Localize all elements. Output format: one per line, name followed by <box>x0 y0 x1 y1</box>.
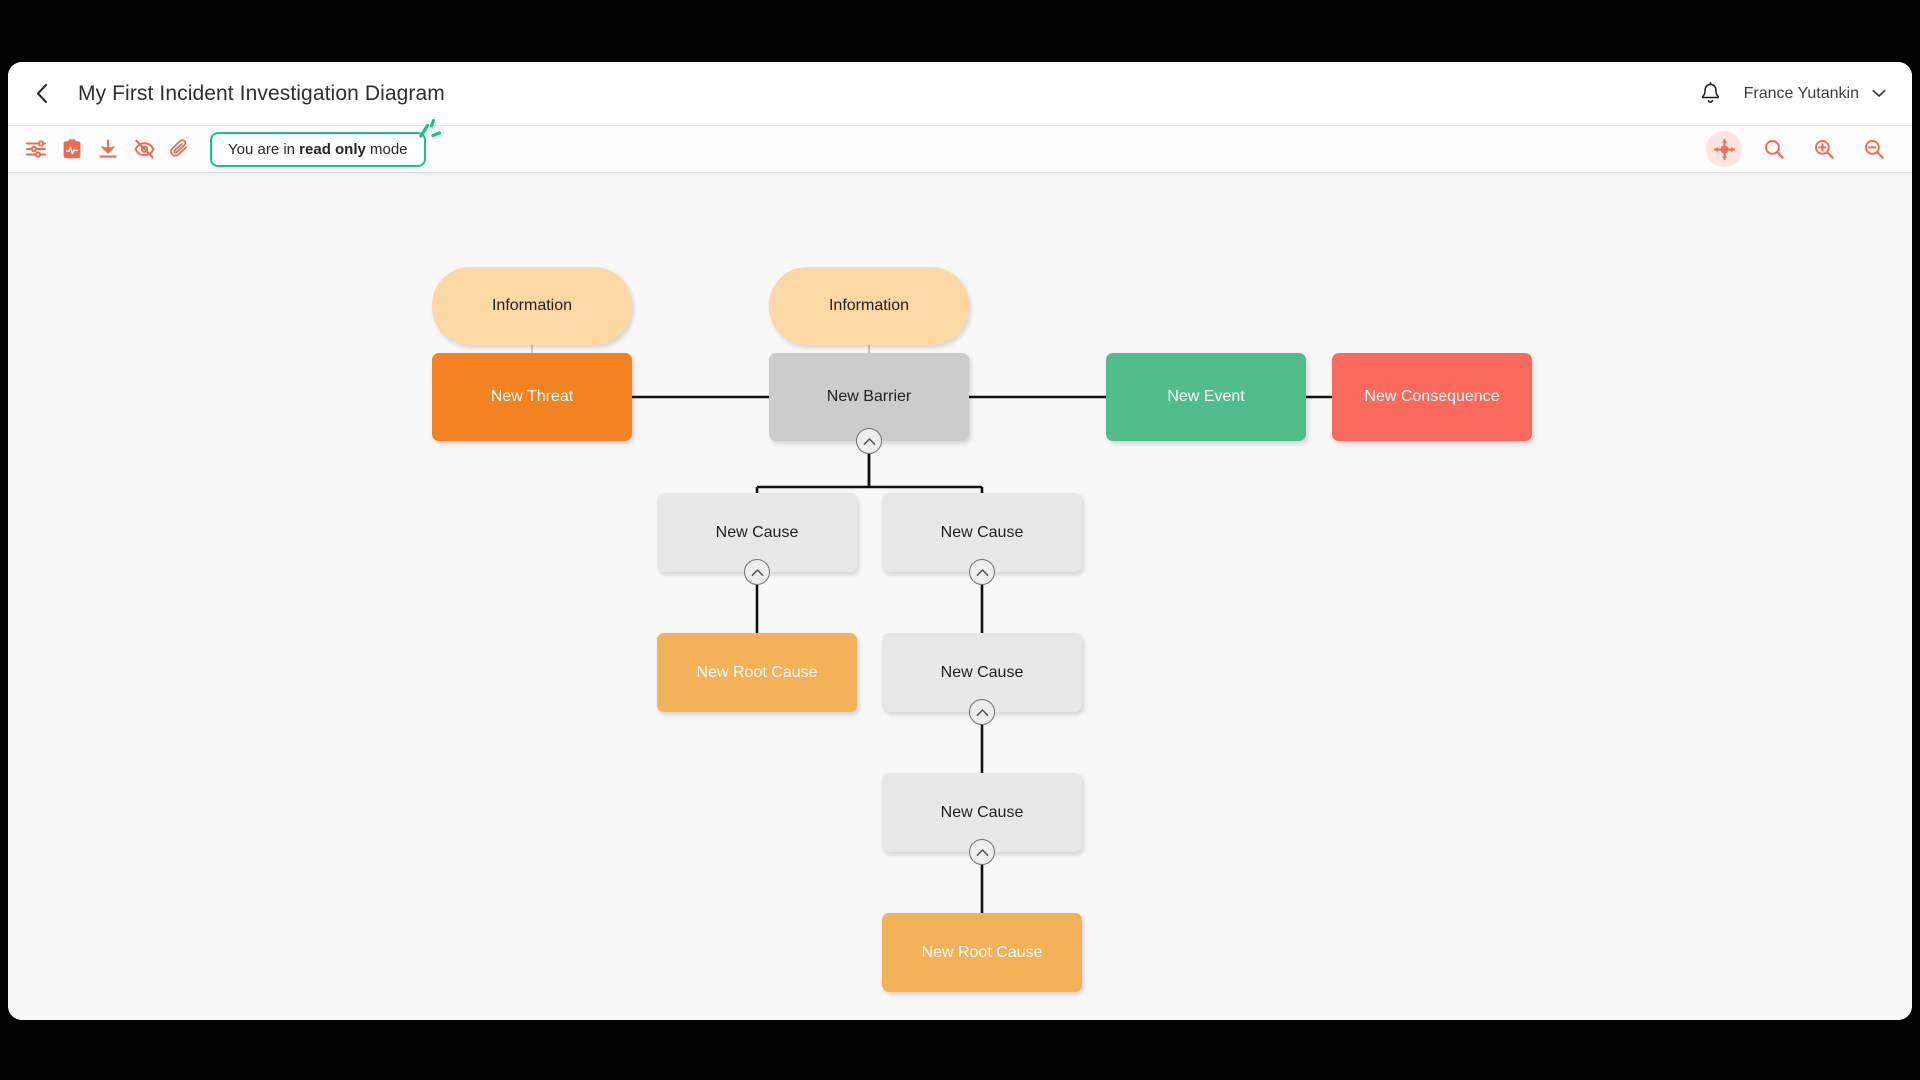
node-collapse-toggle[interactable] <box>969 699 995 725</box>
diagram-node-barrier[interactable]: New Barrier <box>769 353 969 441</box>
diagram-node-cause[interactable]: New Cause <box>882 633 1082 712</box>
page-title: My First Incident Investigation Diagram <box>78 81 445 105</box>
chevron-up-icon <box>976 848 988 856</box>
diagram-node-threat[interactable]: New Threat <box>432 353 632 441</box>
node-collapse-toggle[interactable] <box>969 559 995 585</box>
readonly-prefix: You are in <box>228 140 300 158</box>
node-collapse-toggle[interactable] <box>744 559 770 585</box>
header-right-group: France Yutankin <box>1696 79 1890 109</box>
read-only-mode-badge: You are in read only mode <box>210 118 441 167</box>
chevron-down-icon <box>1872 89 1886 97</box>
zoom-out-icon <box>1865 140 1884 159</box>
zoom-out-icon-button[interactable] <box>1856 131 1892 167</box>
diagram-node-consequence[interactable]: New Consequence <box>1332 353 1532 441</box>
node-label: New Consequence <box>1364 388 1500 405</box>
readonly-suffix: mode <box>365 140 408 158</box>
bell-icon <box>1702 82 1720 103</box>
diagram-node-information[interactable]: Information <box>769 267 969 345</box>
chevron-up-icon <box>976 708 988 716</box>
back-button[interactable] <box>26 79 56 109</box>
settings-sliders-icon-button[interactable] <box>18 131 54 167</box>
search-icon-button[interactable] <box>1756 131 1792 167</box>
node-label: New Cause <box>715 523 799 541</box>
diagram-node-cause[interactable]: New Cause <box>657 493 857 572</box>
zoom-in-icon <box>1815 140 1834 159</box>
diagram-edges <box>531 345 1332 913</box>
node-label: New Root Cause <box>696 663 818 681</box>
eye-off-icon <box>133 139 155 159</box>
chevron-left-icon <box>36 83 47 104</box>
node-label: New Cause <box>940 663 1024 681</box>
eye-off-icon-button[interactable] <box>126 131 162 167</box>
settings-sliders-icon <box>26 140 46 158</box>
analysis-report-icon <box>63 139 81 159</box>
diagram-node-root_cause[interactable]: New Root Cause <box>882 913 1082 992</box>
toolbar-right-group <box>1706 131 1892 167</box>
diagram-node-cause[interactable]: New Cause <box>882 773 1082 852</box>
node-collapse-toggle[interactable] <box>856 428 882 454</box>
download-icon-button[interactable] <box>90 131 126 167</box>
readonly-emphasis: read only <box>299 140 366 158</box>
chevron-up-icon <box>751 568 763 576</box>
node-collapse-toggle[interactable] <box>969 839 995 865</box>
paperclip-icon-button[interactable] <box>162 131 198 167</box>
node-label: Information <box>828 297 910 314</box>
search-icon <box>1765 140 1784 159</box>
user-menu[interactable]: France Yutankin <box>1744 85 1890 103</box>
paperclip-icon <box>170 139 187 157</box>
chevron-up-icon <box>863 437 875 445</box>
zoom-in-icon-button[interactable] <box>1806 131 1842 167</box>
chevron-up-icon <box>976 568 988 576</box>
app-window: My First Incident Investigation Diagram … <box>8 62 1912 1020</box>
node-label: New Threat <box>490 388 574 405</box>
diagram-node-cause[interactable]: New Cause <box>882 493 1082 572</box>
pan-move-icon-button[interactable] <box>1706 131 1742 167</box>
user-name-label: France Yutankin <box>1743 84 1859 102</box>
download-icon <box>99 139 117 158</box>
node-label: New Root Cause <box>921 943 1043 961</box>
diagram-node-event[interactable]: New Event <box>1106 353 1306 441</box>
node-label: Information <box>491 297 573 314</box>
notifications-button[interactable] <box>1696 79 1726 109</box>
node-label: New Cause <box>940 523 1024 541</box>
diagram-node-root_cause[interactable]: New Root Cause <box>657 633 857 712</box>
analysis-report-icon-button[interactable] <box>54 131 90 167</box>
diagram-toolbar: You are in read only mode <box>8 118 1912 173</box>
node-label: New Event <box>1167 388 1245 405</box>
diagram-node-information[interactable]: Information <box>432 267 632 345</box>
node-label: New Barrier <box>826 388 912 405</box>
app-header: My First Incident Investigation Diagram … <box>8 62 1912 125</box>
pan-move-icon <box>1713 138 1735 160</box>
node-label: New Cause <box>940 803 1024 821</box>
